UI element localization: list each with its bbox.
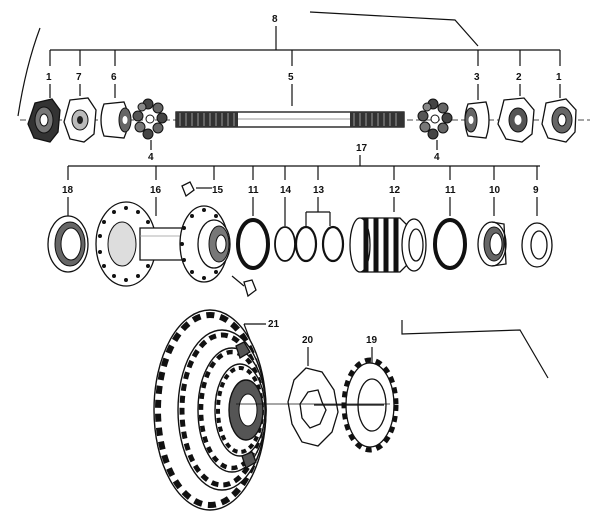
part-12-freewheel-body	[349, 217, 427, 273]
label-3: 3	[474, 72, 480, 83]
part-11-ring-left	[236, 218, 270, 270]
label-21: 21	[268, 319, 280, 330]
label-4-right: 4	[434, 152, 440, 163]
part-21-sprocket-cluster	[153, 309, 267, 511]
bottom-row: 21 20 19	[153, 309, 549, 511]
part-16-hub-body	[95, 201, 185, 287]
part-13-rings	[294, 225, 345, 263]
label-11-right: 11	[445, 185, 456, 196]
label-2: 2	[516, 72, 522, 83]
part-7-washer	[63, 97, 97, 143]
label-7: 7	[76, 72, 82, 83]
part-2-nut	[497, 97, 535, 143]
label-4-left: 4	[148, 152, 154, 163]
label-19: 19	[366, 335, 378, 346]
label-20: 20	[302, 335, 314, 346]
part-19-small-sprocket	[314, 357, 399, 453]
part-4-bearing-balls-right	[417, 98, 453, 140]
label-14: 14	[280, 185, 292, 196]
label-9: 9	[533, 185, 539, 196]
label-1-left: 1	[46, 72, 52, 83]
part-4-bearing-balls-left	[132, 98, 168, 140]
part-5-axle	[175, 111, 405, 128]
part-16-hub-flange-right	[179, 205, 231, 283]
label-17: 17	[356, 143, 368, 154]
top-row: 8 1 7 6 5 3 2 1	[17, 11, 590, 163]
label-1-right: 1	[556, 72, 562, 83]
label-12: 12	[389, 185, 401, 196]
part-11-ring-right	[433, 218, 467, 270]
part-1-locknut-right	[541, 98, 577, 143]
label-15: 15	[212, 185, 224, 196]
label-6: 6	[111, 72, 117, 83]
label-11-left: 11	[248, 185, 259, 196]
label-5: 5	[288, 72, 294, 83]
label-8: 8	[272, 14, 278, 25]
label-18: 18	[62, 185, 74, 196]
part-18-dust-cap	[47, 215, 89, 273]
label-13: 13	[313, 185, 325, 196]
middle-row: 17 18 16 15 11 14 13 12 11 10 9	[47, 143, 553, 298]
part-10-bearing-cup	[477, 221, 507, 267]
sprocket-5	[228, 379, 264, 441]
part-9-washer	[521, 222, 553, 268]
part-1-locknut-left	[27, 98, 61, 143]
part-14-ring	[274, 226, 296, 262]
part-20-spacer	[287, 367, 339, 447]
label-10: 10	[489, 185, 501, 196]
part-15-pawls	[181, 181, 257, 298]
label-16: 16	[150, 185, 162, 196]
part-6-cone	[100, 101, 132, 139]
part-3-cone-right	[464, 101, 490, 139]
